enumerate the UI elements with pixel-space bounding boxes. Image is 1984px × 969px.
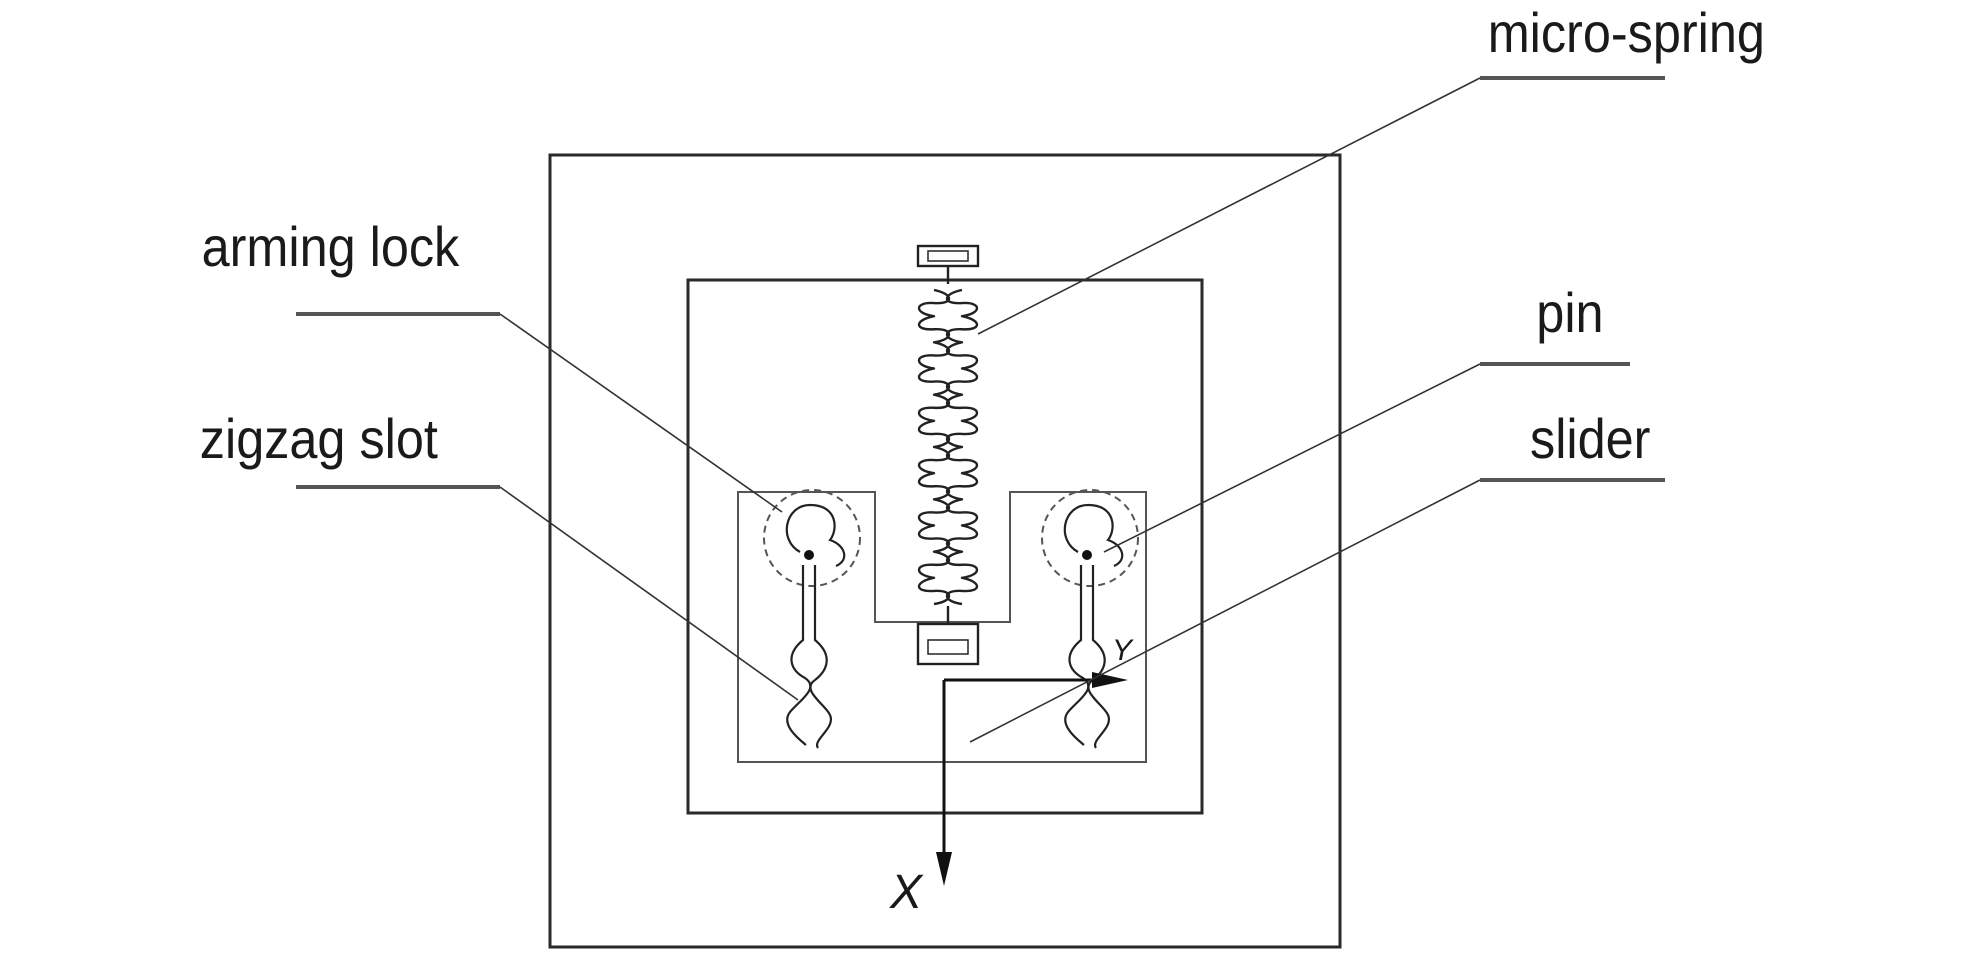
outer-frame xyxy=(548,153,1342,949)
x-axis-label: X xyxy=(889,866,924,919)
zigzag-slot-right xyxy=(1064,565,1090,746)
x-axis-arrow xyxy=(936,852,952,886)
y-axis-label: Y xyxy=(1112,634,1134,667)
arming-lock-hook-right xyxy=(1063,503,1124,568)
pin-right xyxy=(1082,550,1092,560)
micro-spring-label: micro-spring xyxy=(1488,3,1765,65)
arming-lock-hook-left xyxy=(785,503,846,568)
pin-left xyxy=(804,550,814,560)
micro-spring-coil-right xyxy=(945,288,979,606)
arming-lock-left xyxy=(763,489,861,587)
spring-anchor-bottom xyxy=(916,606,980,666)
zigzag-slot-left-inner xyxy=(809,565,833,749)
arming-lock-right xyxy=(1041,489,1139,587)
zigzag-slot-leader xyxy=(499,486,799,701)
pin-leader xyxy=(1103,363,1481,553)
spring-anchor-top xyxy=(916,244,980,284)
slider-leader xyxy=(969,479,1481,743)
zigzag-slot-right-inner xyxy=(1087,565,1111,749)
slider-label: slider xyxy=(1530,409,1650,471)
zigzag-slot-label: zigzag slot xyxy=(200,409,438,471)
slider-body xyxy=(737,491,1147,763)
arming-lock-label: arming lock xyxy=(202,217,460,279)
y-axis-arrow xyxy=(1092,672,1128,688)
arming-lock-leader xyxy=(499,313,783,513)
micro-spring-coil-left xyxy=(917,288,951,606)
pin-label: pin xyxy=(1536,283,1603,345)
zigzag-slot-left xyxy=(786,565,812,746)
micro-spring-leader xyxy=(977,77,1481,335)
